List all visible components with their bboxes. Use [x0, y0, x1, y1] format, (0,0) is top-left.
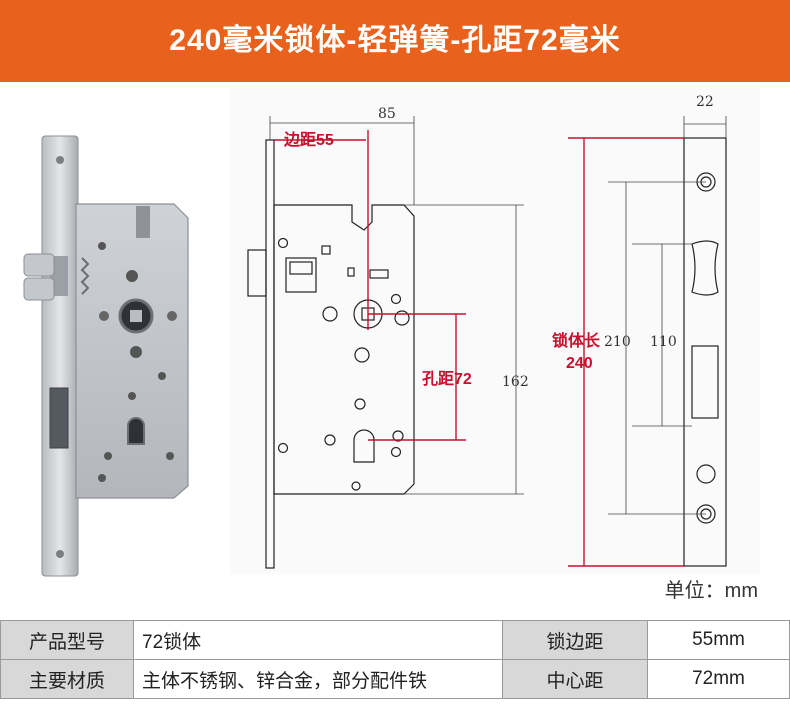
lock-body-front-view — [247, 139, 415, 569]
lock-length-label: 锁体长 — [552, 331, 601, 350]
table-row: 主要材质 主体不锈钢、锌合金，部分配件铁 中心距 72mm — [0, 659, 790, 699]
table-row: 产品型号 72锁体 锁边距 55mm — [0, 620, 790, 660]
spec-value: 55mm — [647, 620, 790, 660]
spec-label: 锁边距 — [502, 620, 648, 660]
dimension-210-110 — [608, 181, 706, 515]
spec-value: 72锁体 — [133, 620, 503, 660]
technical-drawing: 85 边距55 孔距72 162 22 — [230, 88, 760, 574]
hole-distance-label: 孔距72 — [422, 370, 472, 388]
title-banner — [0, 0, 790, 82]
backset-dimension — [274, 130, 369, 330]
dimension-22 — [683, 116, 727, 138]
dim-210-label: 210 — [604, 334, 631, 350]
spec-value: 主体不锈钢、锌合金，部分配件铁 — [133, 659, 503, 699]
banner-title: 240毫米锁体-轻弹簧-孔距72毫米 — [169, 24, 621, 57]
dim-22-label: 22 — [696, 94, 714, 110]
spec-label: 主要材质 — [0, 659, 134, 699]
spec-value: 72mm — [647, 659, 790, 699]
faceplate-side-view — [683, 137, 727, 567]
spec-label: 产品型号 — [0, 620, 134, 660]
unit-label: 单位：mm — [664, 580, 758, 602]
dimension-162 — [404, 204, 524, 495]
spec-table: 产品型号 72锁体 锁边距 55mm 主要材质 主体不锈钢、锌合金，部分配件铁 … — [0, 620, 790, 699]
lock-length-value: 240 — [566, 355, 593, 372]
hole-distance-dimension — [368, 313, 466, 441]
lock-photo — [23, 135, 189, 577]
dim-110-label: 110 — [650, 334, 677, 350]
dim-162-label: 162 — [502, 374, 529, 390]
backset-label: 边距55 — [283, 130, 334, 149]
spec-label: 中心距 — [502, 659, 648, 699]
dim-85-label: 85 — [378, 106, 396, 122]
dimension-85 — [269, 116, 415, 205]
lock-length-dimension — [568, 137, 684, 567]
